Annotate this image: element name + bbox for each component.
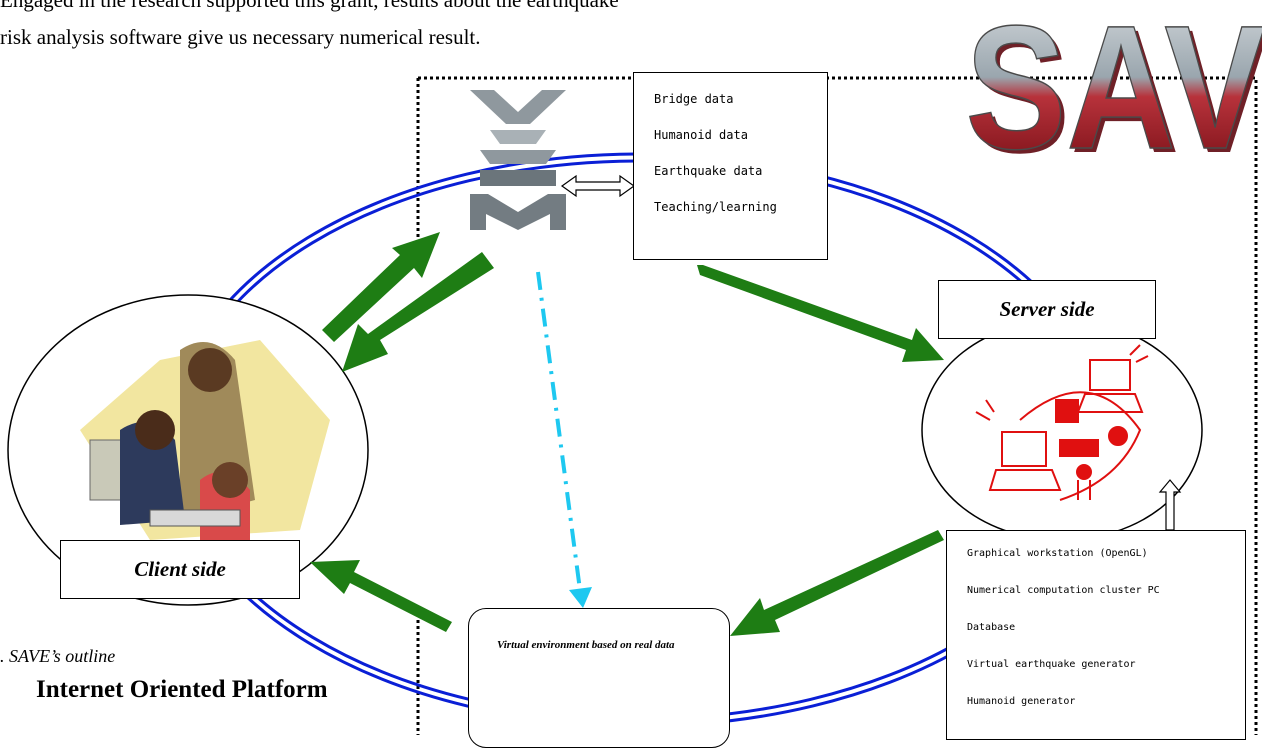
resource-item-humanoid-generator: Humanoid generator <box>967 696 1076 707</box>
hub-logo-icon <box>470 90 566 230</box>
data-item-teaching: Teaching/learning <box>654 200 777 214</box>
arrow-hub-to-client <box>342 252 494 372</box>
server-side-label: Server side <box>938 280 1156 339</box>
data-item-earthquake: Earthquake data <box>654 164 763 178</box>
arrow-hub-to-server <box>697 265 944 362</box>
data-box: Bridge data Humanoid data Earthquake dat… <box>633 72 828 260</box>
resource-item-earthquake-generator: Virtual earthquake generator <box>967 659 1136 670</box>
body-text-line-2: risk analysis software give us necessary… <box>0 25 481 49</box>
arrow-resources-to-ve <box>730 530 944 636</box>
section-heading: Internet Oriented Platform <box>36 676 328 703</box>
save-logo: SAVE SAVE <box>965 0 1262 160</box>
body-text-line-1: Engaged in the research supported this g… <box>0 0 619 12</box>
client-people-illustration <box>80 340 330 540</box>
svg-text:SAVE: SAVE <box>969 0 1262 160</box>
resource-item-database: Database <box>967 622 1016 633</box>
arrow-ve-to-client <box>310 560 452 632</box>
figure-caption: . SAVE’s outline <box>0 646 116 666</box>
data-item-humanoid: Humanoid data <box>654 128 748 142</box>
data-item-bridge: Bridge data <box>654 92 734 106</box>
arrow-hub-to-ve-dashed <box>536 271 592 608</box>
arrow-client-to-hub <box>322 232 440 342</box>
server-resources-arrow <box>1158 479 1182 531</box>
client-side-label: Client side <box>60 540 300 599</box>
server-computers-illustration <box>975 344 1149 501</box>
save-logo-text: SAVE <box>965 0 1262 160</box>
virtual-environment-box: Virtual environment based on real data <box>468 608 730 748</box>
server-resources-box: Graphical workstation (OpenGL) Numerical… <box>946 530 1246 740</box>
body-text: Engaged in the research supported this g… <box>0 0 619 56</box>
green-arrows <box>310 232 944 636</box>
resource-item-cluster: Numerical computation cluster PC <box>967 585 1160 596</box>
resource-item-workstation: Graphical workstation (OpenGL) <box>967 548 1148 559</box>
server-ellipse <box>921 319 1203 541</box>
dotted-frame <box>416 76 1258 735</box>
hub-data-double-arrow <box>560 174 636 198</box>
